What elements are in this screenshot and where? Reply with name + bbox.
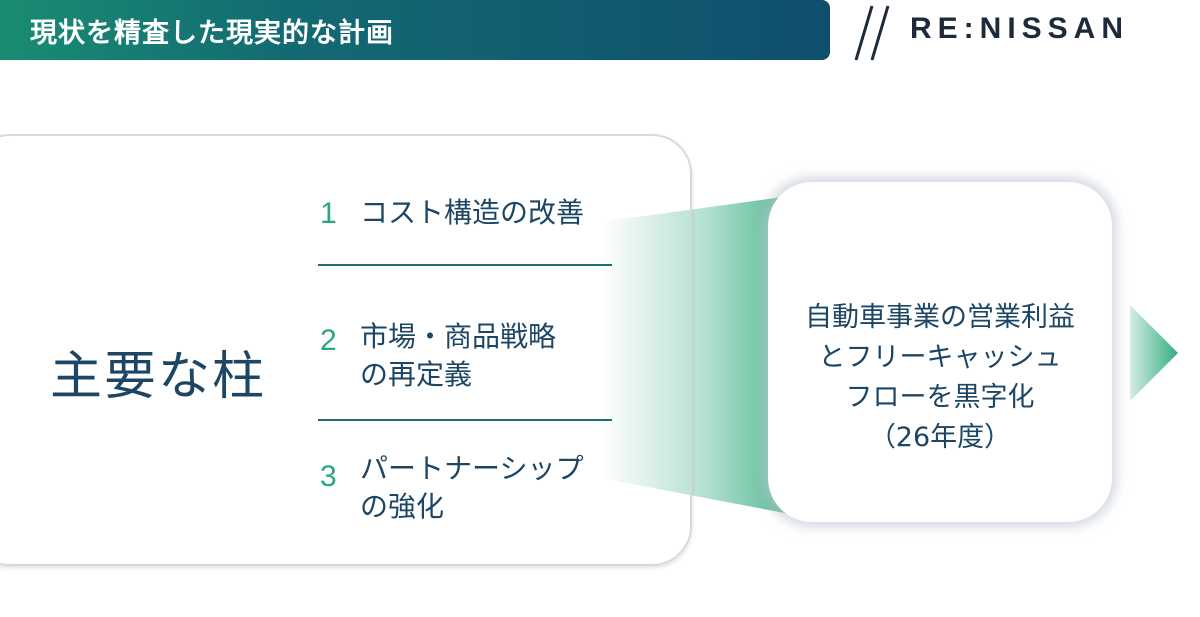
result-text: 自動車事業の営業利益 とフリーキャッシュ フローを黒字化 （26年度） (768, 298, 1112, 458)
logo-slashes-icon (854, 5, 890, 61)
brand-logo: RE:NISSAN (910, 12, 1130, 45)
pillar-3-line-1: パートナーシップ (360, 452, 584, 485)
pillar-2-line-2: の再定義 (360, 358, 473, 391)
result-box (768, 182, 1112, 522)
result-line-1: 自動車事業の営業利益 (805, 302, 1075, 333)
pillar-text-2: 市場・商品戦略 の再定義 (360, 318, 556, 394)
pillar-number-2: 2 (320, 324, 337, 357)
pillar-text-1: コスト構造の改善 (360, 194, 584, 232)
divider-1 (318, 264, 612, 266)
title-bar: 現状を精査した現実的な計画 (0, 0, 830, 60)
pillar-3-line-2: の強化 (360, 490, 445, 523)
result-line-3: フローを黒字化 (845, 382, 1035, 413)
divider-2 (318, 419, 612, 421)
pillar-1-line-1: コスト構造の改善 (360, 196, 585, 229)
pillar-text-3: パートナーシップ の強化 (360, 450, 583, 526)
pillar-number-1: 1 (320, 197, 337, 230)
pillars-panel (0, 134, 692, 566)
pillars-label: 主要な柱 (50, 347, 267, 407)
result-line-4: （26年度） (868, 422, 1012, 453)
page-title: 現状を精査した現実的な計画 (30, 18, 394, 49)
pillar-number-3: 3 (320, 460, 337, 493)
pillar-2-line-1: 市場・商品戦略 (360, 320, 557, 353)
result-line-2: とフリーキャッシュ (818, 342, 1062, 373)
chevron-right-icon (1130, 305, 1178, 401)
